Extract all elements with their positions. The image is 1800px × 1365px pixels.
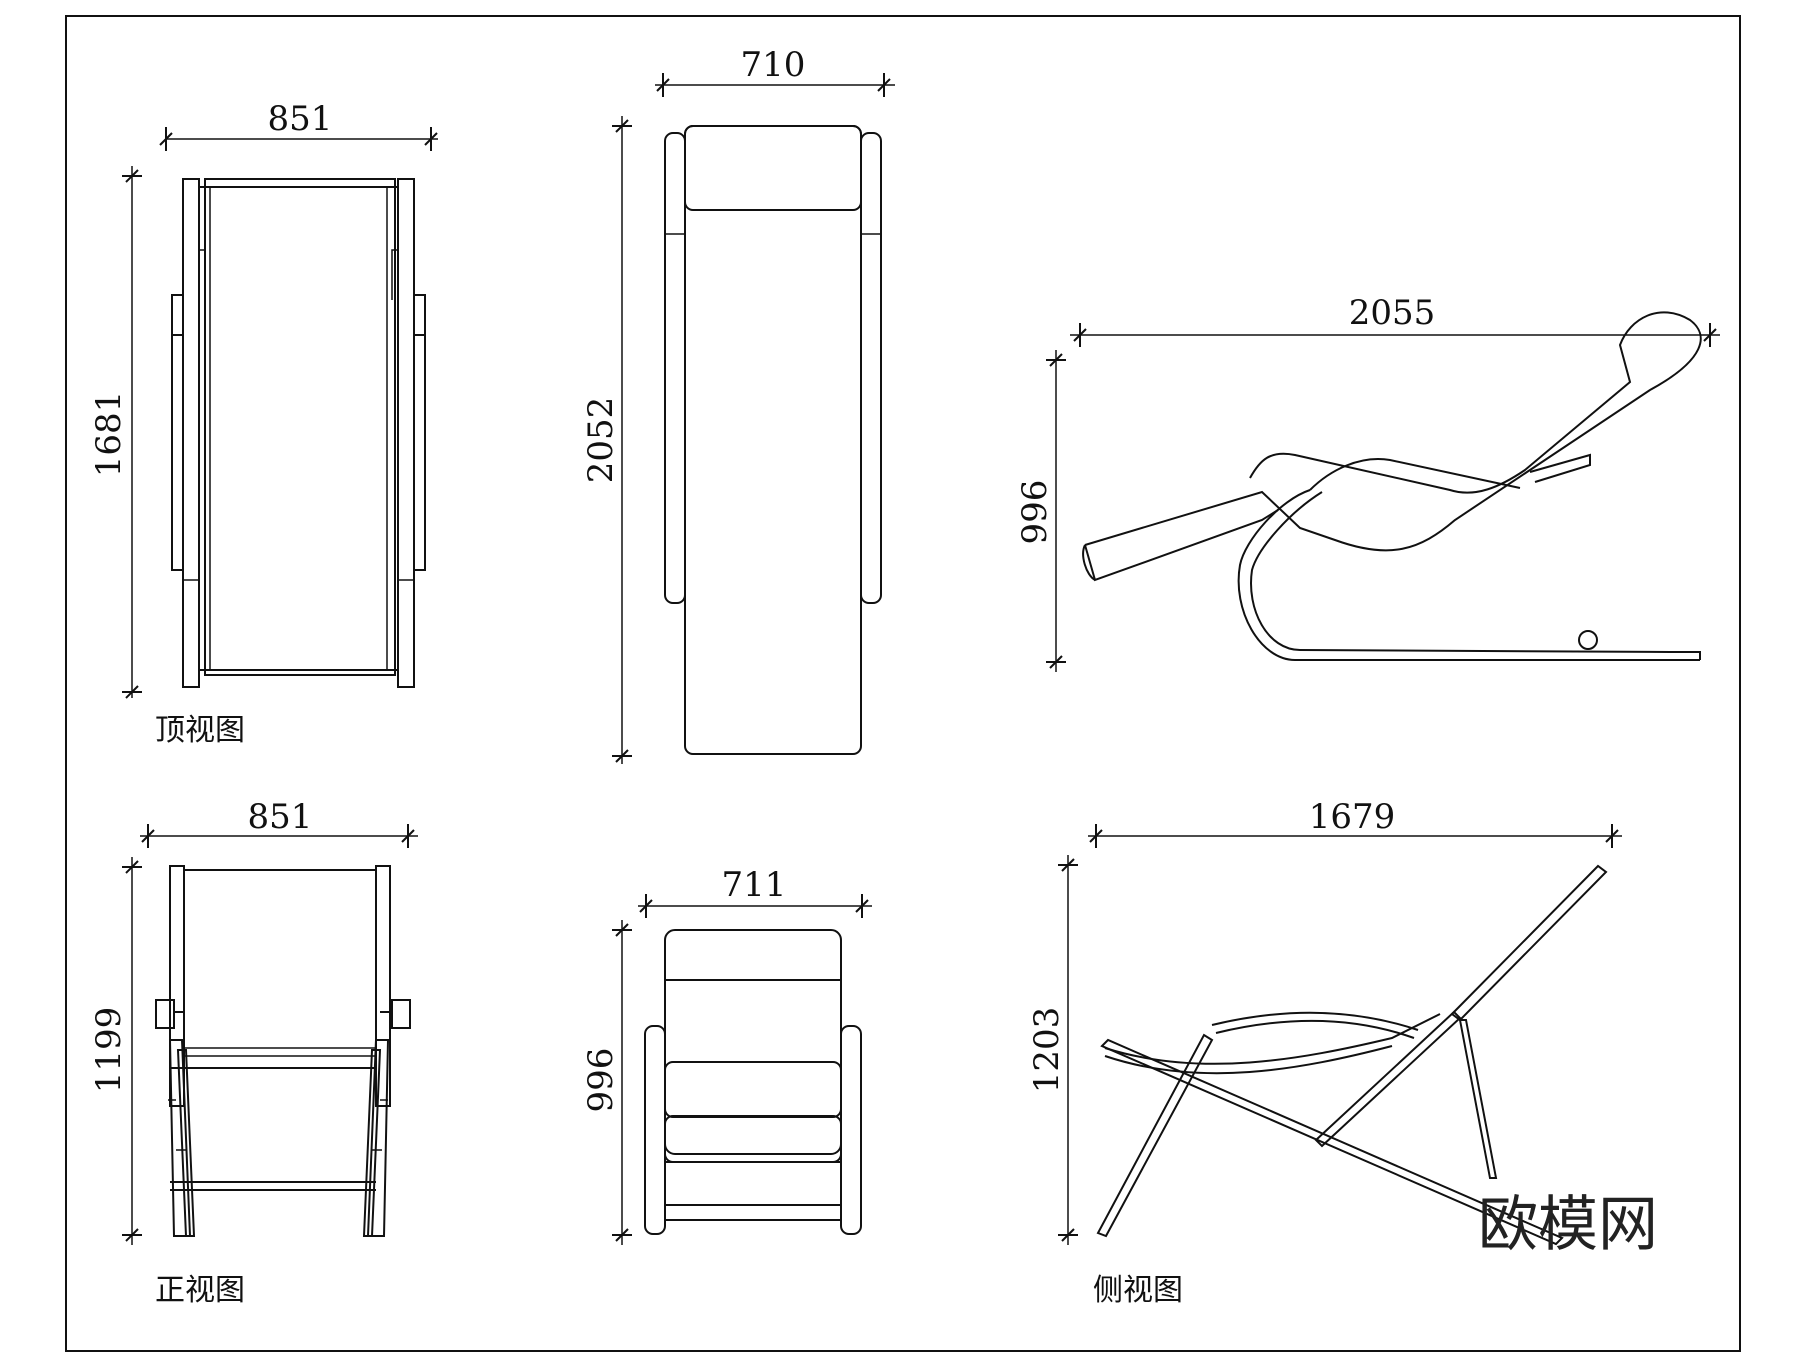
dimension-label: 851 <box>268 99 333 139</box>
view-label-front: 正视图 <box>155 1273 245 1308</box>
lounger-front-view: 711 996 <box>581 865 872 1245</box>
dimension-label: 851 <box>248 797 313 837</box>
dimension-label: 996 <box>581 1048 621 1113</box>
deck-chair-front-view: 851 1199 正视图 <box>89 797 418 1308</box>
lounger-side-view: 2055 996 <box>1015 293 1720 672</box>
view-label-side: 侧视图 <box>1093 1273 1183 1308</box>
sheet-frame <box>65 15 1741 1352</box>
dimension-label: 1679 <box>1309 797 1396 837</box>
deck-chair-top-view: 851 1681 顶视图 <box>89 99 438 748</box>
lounger-plan-view: 710 2052 <box>581 45 895 764</box>
dimension-label: 1203 <box>1027 1007 1067 1094</box>
view-label-top: 顶视图 <box>155 713 245 748</box>
dimension-label: 711 <box>722 865 787 905</box>
dimension-label: 2052 <box>581 397 621 484</box>
dimension-label: 1199 <box>89 1007 129 1094</box>
deck-chair-side-view: 1679 1203 侧视图 <box>1027 797 1622 1308</box>
dimension-label: 2055 <box>1349 293 1436 333</box>
watermark-logo: 欧模网 <box>1478 1190 1658 1260</box>
dimension-label: 996 <box>1015 480 1055 545</box>
dimension-label: 1681 <box>89 391 129 478</box>
dimension-label: 710 <box>741 45 806 85</box>
